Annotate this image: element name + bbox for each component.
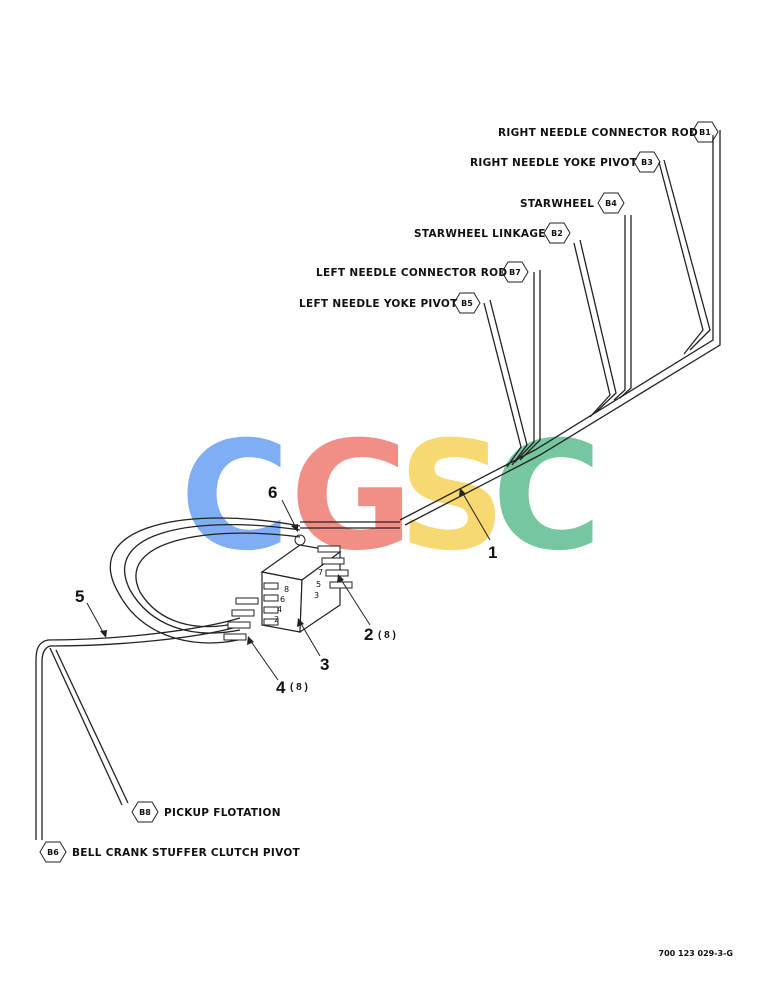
hex-badge-icon [131, 801, 159, 823]
port-number: 6 [280, 595, 285, 604]
hex-badge-icon [691, 121, 719, 143]
callout-b7: LEFT NEEDLE CONNECTOR ROD B7 [316, 261, 529, 283]
hex-badge-icon [597, 192, 625, 214]
port-number: 3 [314, 591, 319, 600]
tube-lines [35, 130, 721, 840]
item-number: 5 [75, 587, 84, 606]
callout-b6: B6 BELL CRANK STUFFER CLUTCH PIVOT [39, 841, 301, 863]
callout-label: RIGHT NEEDLE YOKE PIVOT [470, 157, 638, 169]
callout-b4: STARWHEEL B4 [520, 192, 625, 214]
callout-label: BELL CRANK STUFFER CLUTCH PIVOT [72, 847, 301, 859]
watermark-letter-4: C [492, 410, 602, 584]
hex-badge-icon [453, 292, 481, 314]
port-number: 2 [274, 615, 279, 624]
watermark: C G S C [180, 410, 602, 584]
callout-b5: LEFT NEEDLE YOKE PIVOT B5 [299, 292, 481, 314]
distribution-block: 8 6 4 2 7 5 3 [223, 534, 353, 641]
callout-code: B6 [47, 848, 59, 857]
hex-badge-icon [543, 222, 571, 244]
callout-label: RIGHT NEEDLE CONNECTOR ROD [498, 127, 698, 139]
port-number: 4 [277, 605, 282, 614]
callout-label: PICKUP FLOTATION [164, 807, 281, 819]
item-numbers: 1 2 ( 8 ) 3 4 ( 8 ) 5 6 [75, 483, 497, 697]
item-number: 3 [320, 655, 329, 674]
watermark-letter-3: S [398, 410, 506, 584]
leader-lines [86, 488, 491, 681]
hex-badge-icon [501, 261, 529, 283]
item-number: 2 [364, 625, 373, 644]
port-number: 8 [284, 585, 289, 594]
item-quantity: ( 8 ) [378, 630, 396, 641]
callout-code: B3 [641, 158, 653, 167]
callout-label: STARWHEEL LINKAGE [414, 228, 546, 240]
callout-code: B1 [699, 128, 711, 137]
callout-b2: STARWHEEL LINKAGE B2 [414, 222, 571, 244]
item-number: 6 [268, 483, 277, 502]
callout-label: STARWHEEL [520, 198, 594, 210]
port-number: 7 [318, 568, 323, 577]
hex-badge-icon [39, 841, 67, 863]
port-number: 5 [316, 580, 321, 589]
callout-code: B7 [509, 268, 521, 277]
hex-badge-icon [633, 151, 661, 173]
watermark-letter-1: C [180, 410, 290, 584]
item-number: 4 [276, 678, 286, 697]
callout-b1: RIGHT NEEDLE CONNECTOR ROD B1 [498, 121, 719, 143]
callout-b8: B8 PICKUP FLOTATION [131, 801, 281, 823]
callout-label: LEFT NEEDLE CONNECTOR ROD [316, 267, 507, 279]
callout-labels: RIGHT NEEDLE CONNECTOR ROD B1 RIGHT NEED… [39, 121, 719, 863]
callout-code: B2 [551, 229, 563, 238]
callout-label: LEFT NEEDLE YOKE PIVOT [299, 298, 458, 310]
callout-code: B4 [605, 199, 617, 208]
callout-b3: RIGHT NEEDLE YOKE PIVOT B3 [470, 151, 661, 173]
drawing-reference: 700 123 029-3-G [659, 949, 733, 958]
item-number: 1 [488, 543, 497, 562]
callout-code: B8 [139, 808, 151, 817]
callout-code: B5 [461, 299, 473, 308]
item-quantity: ( 8 ) [290, 682, 308, 693]
